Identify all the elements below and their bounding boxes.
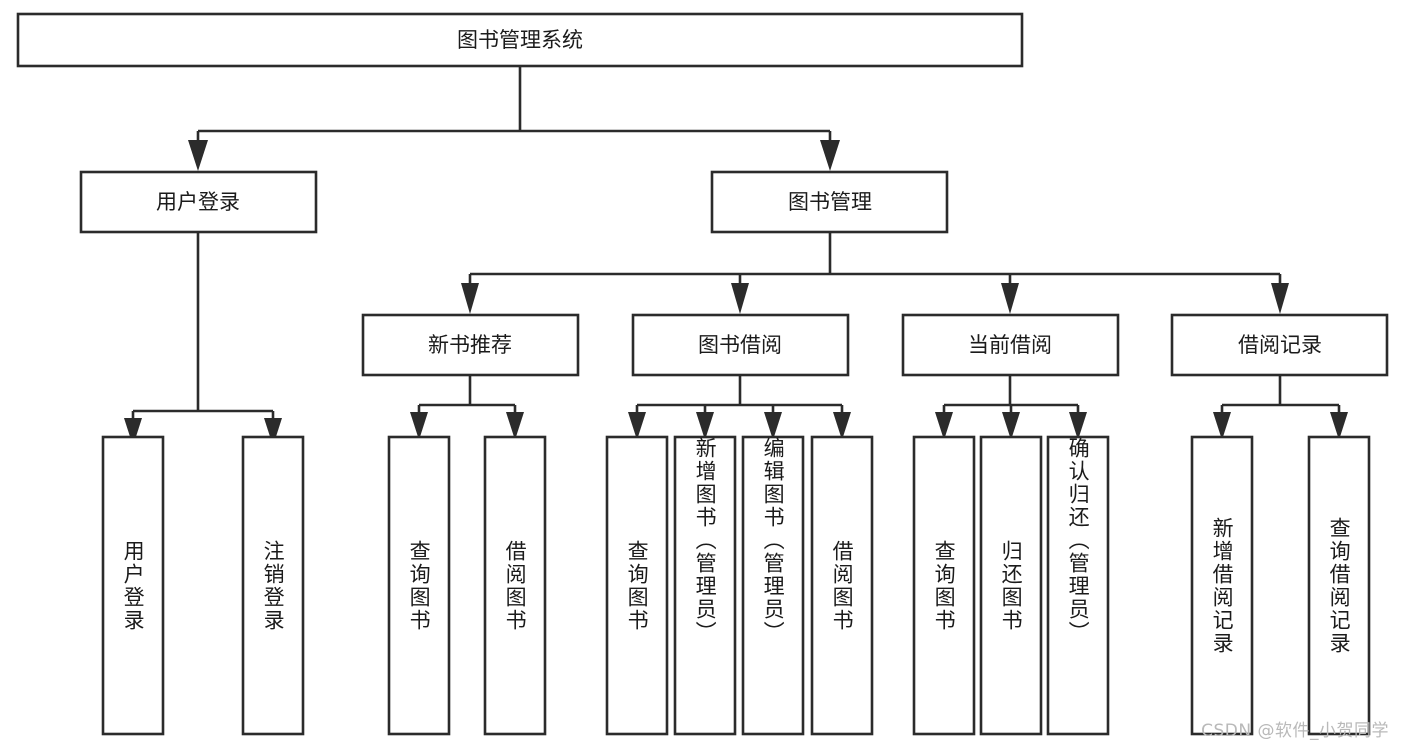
node-book-borrow-box[interactable]: [631, 313, 850, 377]
leaf-box-cb-query-book[interactable]: [912, 435, 976, 736]
leaf-box-logout[interactable]: [241, 435, 305, 736]
arrowhead-book-borrow: [731, 283, 749, 314]
arrowhead-bb-leaf-2: [696, 412, 714, 440]
node-book-manage-label: 图书管理: [788, 190, 872, 214]
leaf-box-nb-query-book[interactable]: [387, 435, 451, 736]
node-new-book-recommend[interactable]: 新书推荐: [361, 313, 580, 377]
arrowhead-leaf-logout: [264, 418, 282, 446]
leaf-box-user-login[interactable]: [101, 435, 165, 736]
leaf-box-bb-edit-book[interactable]: [741, 435, 805, 736]
arrowhead-book-manage: [820, 140, 840, 171]
arrowhead-group: [124, 140, 1348, 446]
arrowhead-cb-leaf-3: [1069, 412, 1087, 440]
leaf-box-bb-add-book[interactable]: [673, 435, 737, 736]
leaf-box-group: [101, 435, 1371, 736]
arrowhead-br-leaf-1: [1213, 412, 1231, 440]
node-borrow-record-box[interactable]: [1170, 313, 1389, 377]
leaf-box-cb-confirm-return[interactable]: [1046, 435, 1110, 736]
node-current-borrow-box[interactable]: [901, 313, 1120, 377]
arrowhead-user-login: [188, 140, 208, 171]
arrowhead-cb-leaf-1: [935, 412, 953, 440]
leaf-box-bb-query-book[interactable]: [605, 435, 669, 736]
arrowhead-cb-leaf-2: [1002, 412, 1020, 440]
arrowhead-nb-leaf-2: [506, 412, 524, 440]
arrowhead-borrow-record: [1271, 283, 1289, 314]
node-book-borrow-label: 图书借阅: [698, 333, 782, 357]
arrowhead-br-leaf-2: [1330, 412, 1348, 440]
node-current-borrow[interactable]: 当前借阅: [901, 313, 1120, 377]
arrowhead-bb-leaf-3: [764, 412, 782, 440]
leaf-box-bb-borrow-book[interactable]: [810, 435, 874, 736]
node-root-label: 图书管理系统: [457, 28, 583, 52]
arrowhead-bb-leaf-1: [628, 412, 646, 440]
arrowhead-leaf-user-login: [124, 418, 142, 446]
node-new-book-recommend-label: 新书推荐: [428, 333, 512, 357]
node-root-box[interactable]: [16, 12, 1024, 68]
node-user-login[interactable]: 用户登录: [79, 170, 318, 234]
csdn-watermark: CSDN @软件_小贺同学: [1201, 721, 1389, 741]
node-current-borrow-label: 当前借阅: [968, 333, 1052, 357]
node-user-login-label: 用户登录: [156, 190, 240, 214]
node-book-manage[interactable]: 图书管理: [710, 170, 949, 234]
node-root[interactable]: 图书管理系统: [16, 12, 1024, 68]
arrowhead-bb-leaf-4: [833, 412, 851, 440]
leaf-box-nb-borrow-book[interactable]: [483, 435, 547, 736]
node-borrow-record-label: 借阅记录: [1238, 333, 1322, 357]
leaf-box-br-query-record[interactable]: [1307, 435, 1371, 736]
node-book-manage-box[interactable]: [710, 170, 949, 234]
arrowhead-new-book-recommend: [461, 283, 479, 314]
node-book-borrow[interactable]: 图书借阅: [631, 313, 850, 377]
node-borrow-record[interactable]: 借阅记录: [1170, 313, 1389, 377]
node-user-login-box[interactable]: [79, 170, 318, 234]
arrowhead-current-borrow: [1001, 283, 1019, 314]
node-new-book-recommend-box[interactable]: [361, 313, 580, 377]
connector-group: [131, 66, 1341, 418]
arrowhead-nb-leaf-1: [410, 412, 428, 440]
leaf-box-cb-return-book[interactable]: [979, 435, 1043, 736]
leaf-box-br-add-record[interactable]: [1190, 435, 1254, 736]
